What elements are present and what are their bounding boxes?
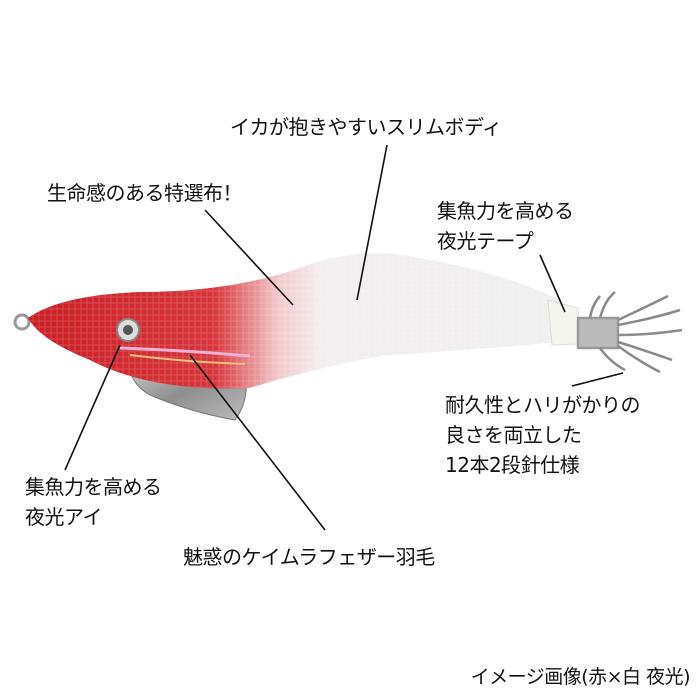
callout-luminous-tape: 集魚力を高める 夜光テープ [437, 196, 574, 256]
callout-line: 耐久性とハリがかりの [445, 393, 641, 417]
leader-lines [64, 144, 624, 531]
line-eye-ring [13, 313, 31, 331]
callout-line: 良さを両立した [445, 423, 582, 447]
hooks [576, 291, 683, 374]
callout-line: 夜光テープ [437, 229, 534, 253]
callout-slim-body: イカが抱きやすいスリムボディ [230, 115, 502, 139]
callout-line: 集魚力を高める [437, 199, 574, 223]
feather [119, 346, 251, 358]
callout-line: 12本2段針仕様 [445, 453, 580, 477]
image-caption: イメージ画像(赤×白 夜光) [470, 666, 691, 688]
callout-line: 集魚力を高める [25, 475, 162, 499]
luminous-tape [547, 299, 581, 346]
callout-hooks: 耐久性とハリがかりの 良さを両立した 12本2段針仕様 [445, 390, 641, 480]
callout-luminous-eye: 集魚力を高める 夜光アイ [25, 472, 162, 532]
callout-feather: 魅惑のケイムラフェザー羽毛 [183, 545, 435, 569]
callout-line: 夜光アイ [25, 505, 102, 529]
callout-special-cloth: 生命感のある特選布！ [47, 181, 243, 205]
